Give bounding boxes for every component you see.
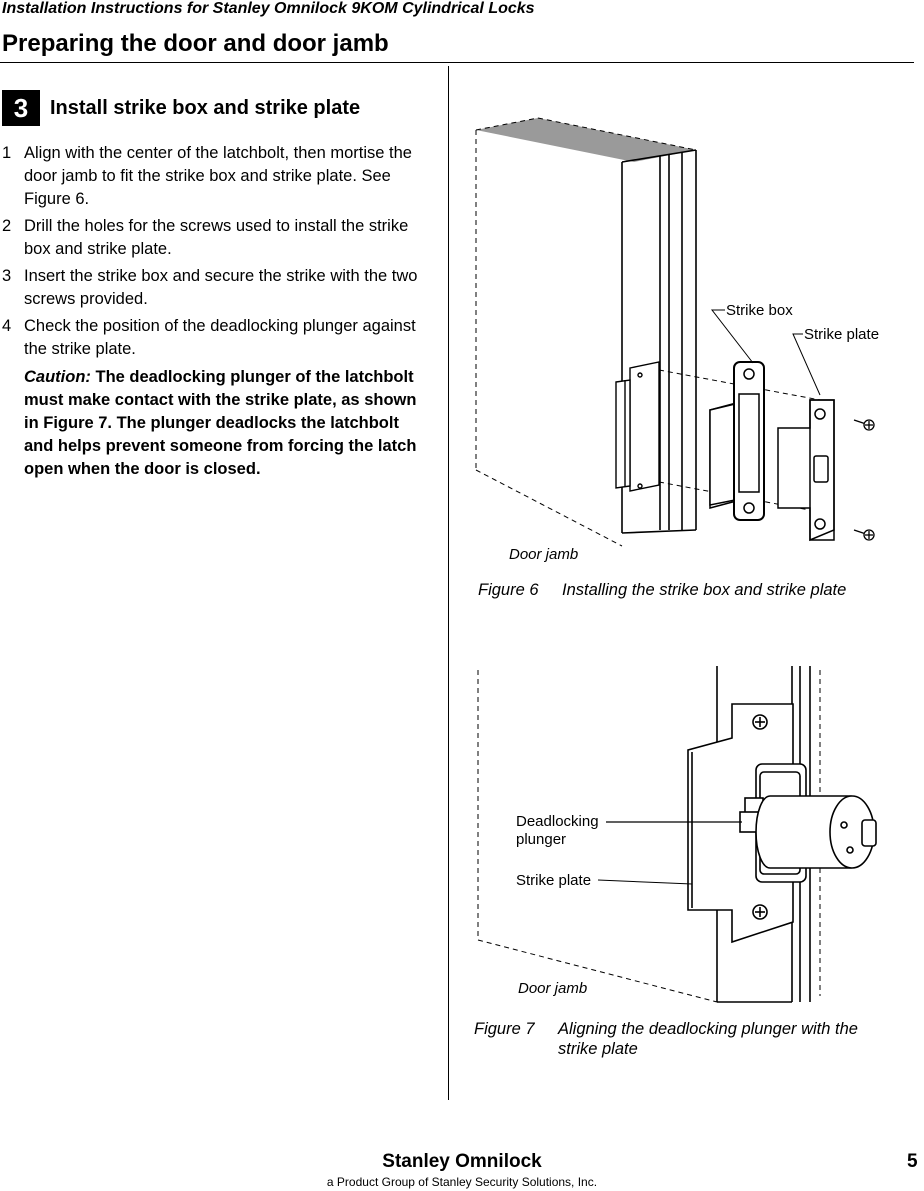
footer-brand: Stanley Omnilock xyxy=(382,1151,542,1172)
figure-number: Figure 6 xyxy=(478,581,539,599)
caution-label: Caution: xyxy=(24,368,91,386)
instruction-text: Align with the center of the latchbolt, … xyxy=(24,144,412,208)
figure-6-caption: Figure 6 Installing the strike box and st… xyxy=(478,580,846,600)
label-strike-plate: Strike plate xyxy=(516,872,591,889)
figure-7-illustration: Deadlocking plunger Strike plate Door ja… xyxy=(477,666,877,1003)
instruction-item: 4 Check the position of the deadlocking p… xyxy=(2,315,422,361)
label-deadlocking-plunger-line2: plunger xyxy=(516,831,566,848)
leader-line xyxy=(792,333,821,396)
section-title: Preparing the door and door jamb xyxy=(2,30,389,57)
instruction-text: Insert the strike box and secure the str… xyxy=(24,267,418,308)
latchbolt-shape xyxy=(739,795,877,869)
instruction-item: 1 Align with the center of the latchbolt,… xyxy=(2,142,422,211)
screw-icon xyxy=(853,529,875,541)
strike-box-shape xyxy=(709,361,765,521)
figure-6-illustration: Strike box Strike plate Door jamb xyxy=(475,117,879,563)
figure-7-caption: Figure 7 Aligning the deadlocking plunger… xyxy=(474,1019,858,1059)
jamb-mortise xyxy=(615,361,660,492)
leader-line xyxy=(710,309,754,364)
label-door-jamb: Door jamb xyxy=(509,546,578,563)
door-jamb-shape xyxy=(621,149,697,534)
label-strike-plate: Strike plate xyxy=(804,326,879,343)
step-title: Install strike box and strike plate xyxy=(50,97,361,119)
instruction-list: 1 Align with the center of the latchbolt,… xyxy=(2,142,422,365)
screw-icon xyxy=(853,419,875,431)
figure-caption-text: Installing the strike box and strike pla… xyxy=(562,581,847,599)
title-rule xyxy=(0,62,914,63)
label-deadlocking-plunger: Deadlocking xyxy=(516,813,599,830)
caution-note: Caution: The deadlocking plunger of the … xyxy=(24,366,420,481)
caution-text: The deadlocking plunger of the latchbolt… xyxy=(24,368,417,478)
instruction-number: 1 xyxy=(2,144,12,162)
jamb-top-face xyxy=(476,118,696,162)
figure-caption-text-line2: strike plate xyxy=(558,1040,638,1058)
instruction-number: 4 xyxy=(2,317,12,335)
figure-caption-text: Aligning the deadlocking plunger with th… xyxy=(558,1020,858,1038)
instruction-number: 3 xyxy=(2,267,12,285)
strike-plate-shape xyxy=(777,399,835,542)
instruction-item: 2 Drill the holes for the screws used to … xyxy=(2,215,422,261)
step-number-badge: 3 xyxy=(2,90,40,126)
instruction-text: Check the position of the deadlocking pl… xyxy=(24,317,416,358)
instruction-text: Drill the holes for the screws used to i… xyxy=(24,217,409,258)
page-number: 5 xyxy=(907,1151,918,1172)
figure-number: Figure 7 xyxy=(474,1020,535,1038)
leader-line xyxy=(597,879,693,885)
instruction-item: 3 Insert the strike box and secure the st… xyxy=(2,265,422,311)
column-divider xyxy=(448,66,449,1100)
instruction-number: 2 xyxy=(2,217,12,235)
label-door-jamb: Door jamb xyxy=(518,980,587,997)
footer-subtitle: a Product Group of Stanley Security Solu… xyxy=(326,1175,598,1189)
document-title: Installation Instructions for Stanley Om… xyxy=(2,0,535,17)
label-strike-box: Strike box xyxy=(726,302,793,319)
